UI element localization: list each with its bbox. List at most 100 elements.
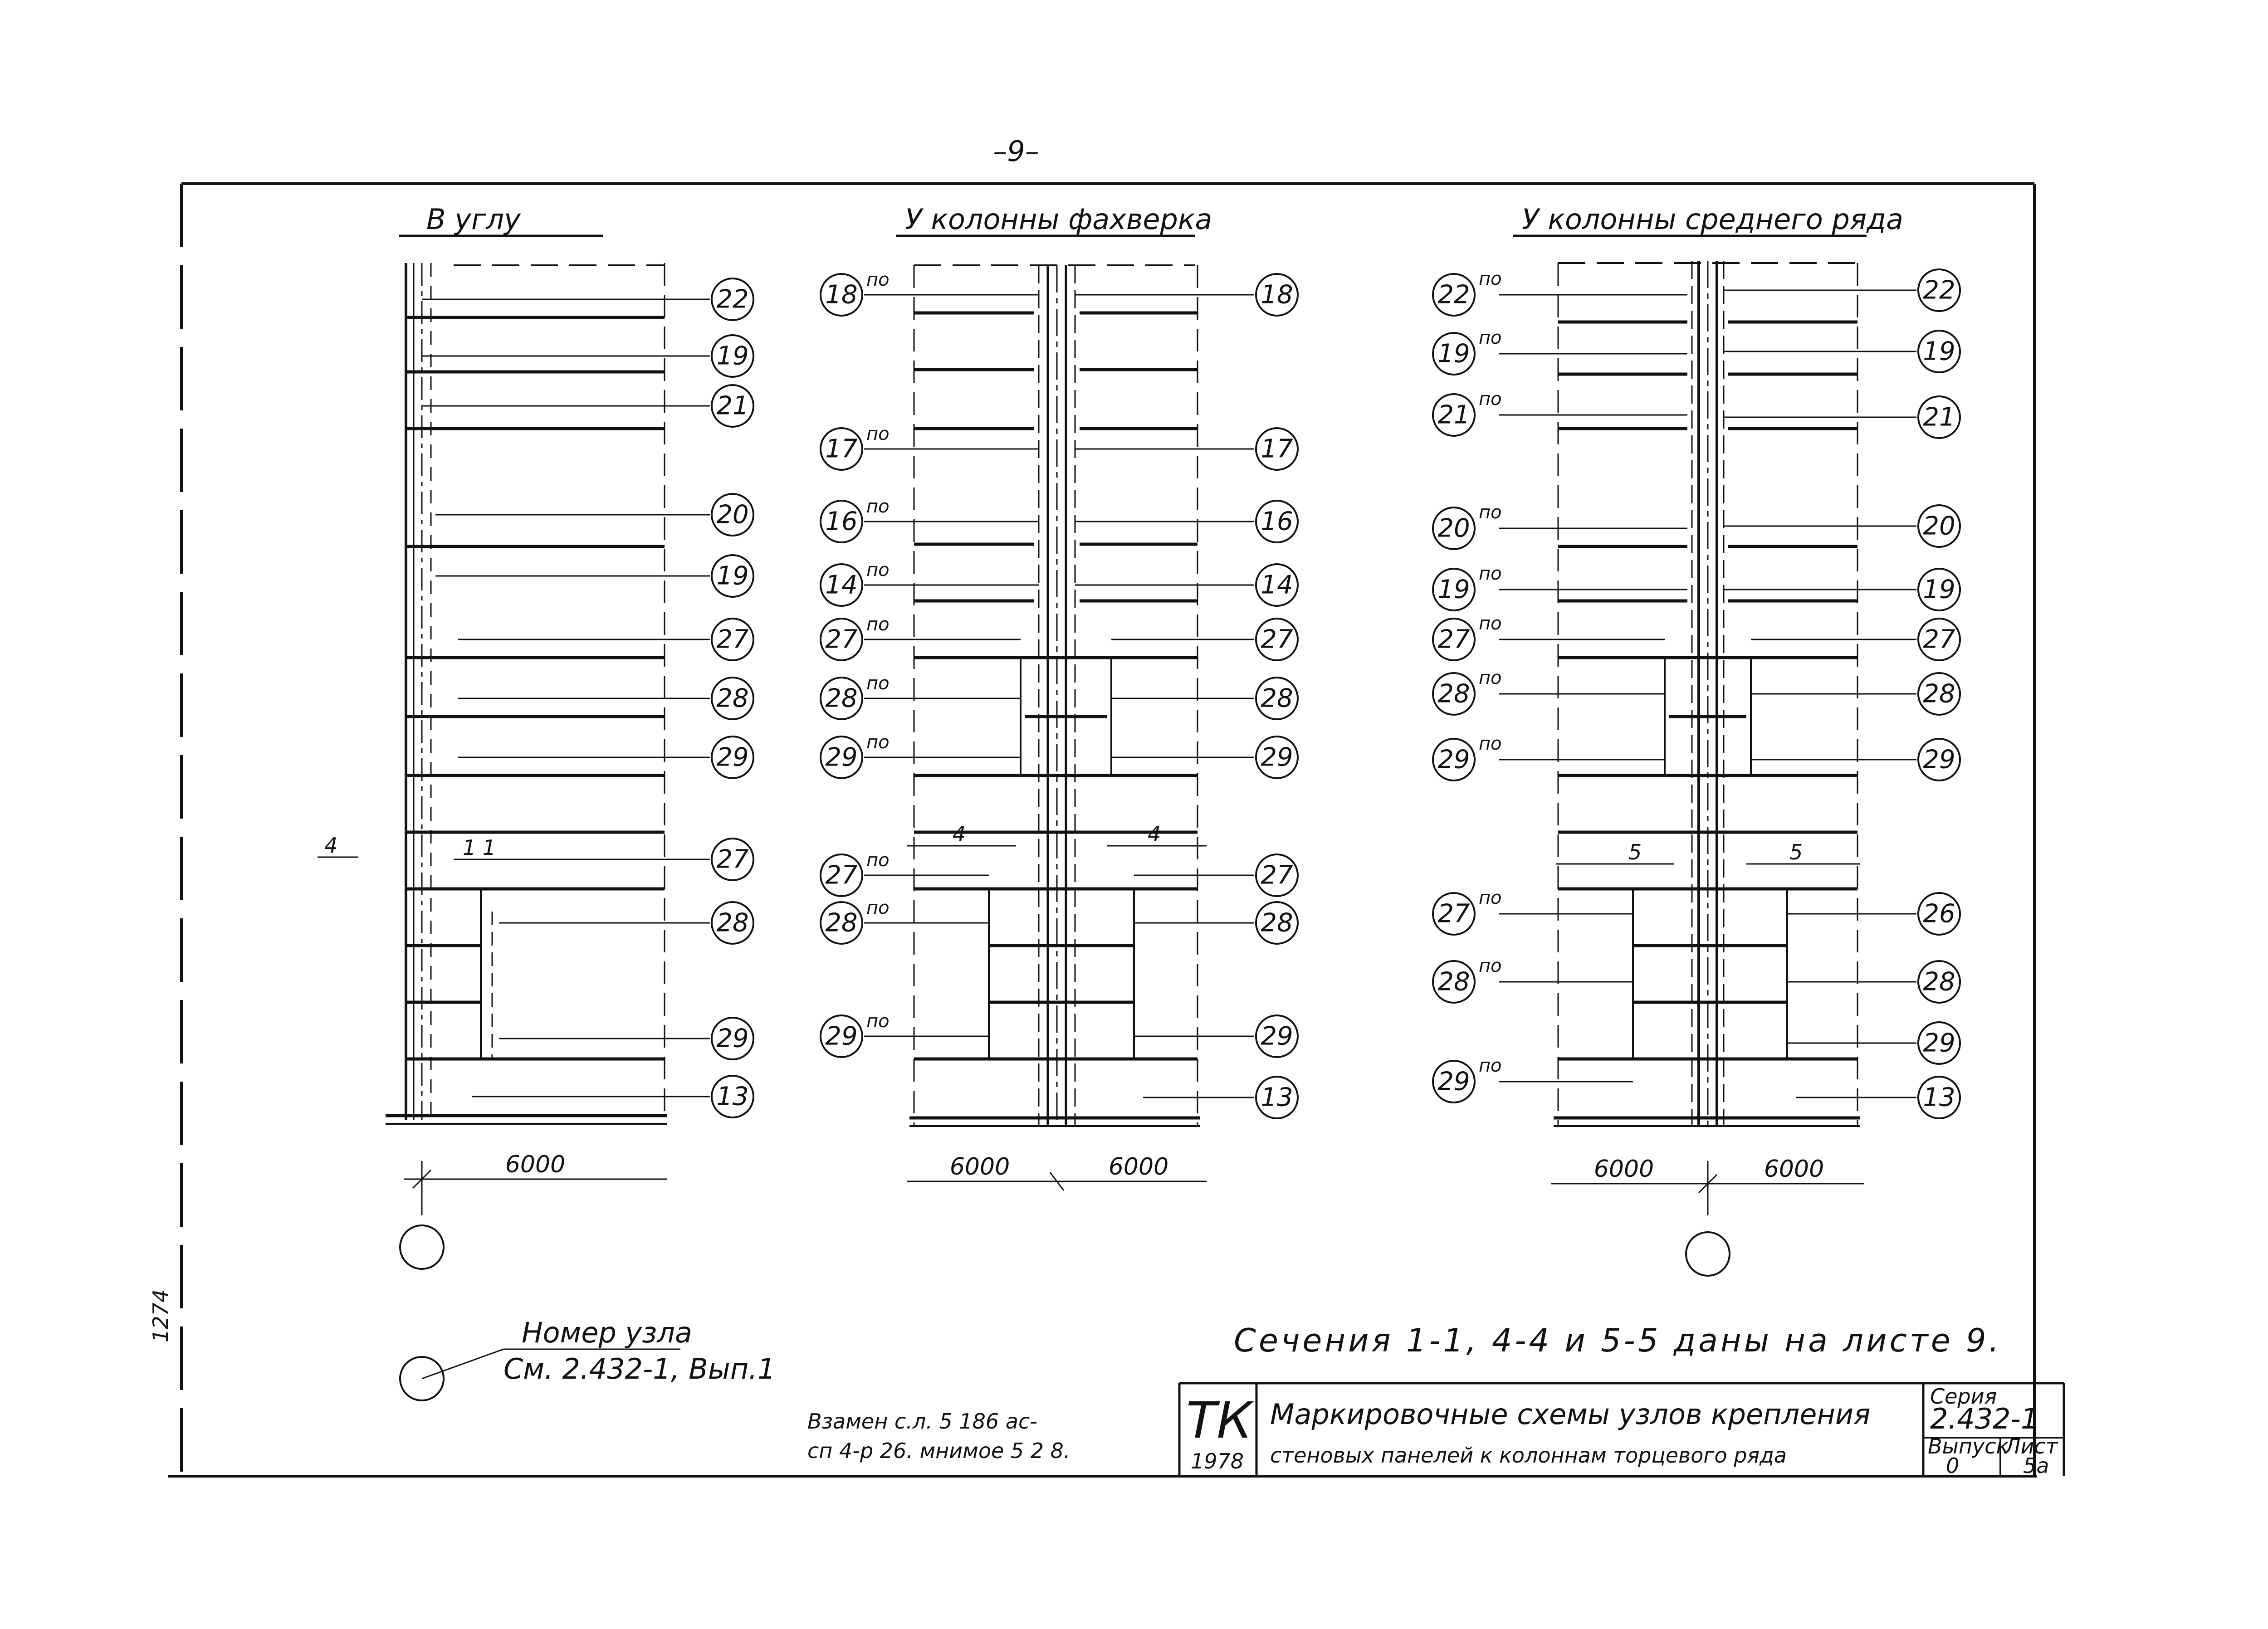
- svg-text:18: 18: [1261, 280, 1293, 310]
- issue-value: 0: [1946, 1453, 1959, 1478]
- side-section-label: 4: [324, 833, 337, 858]
- svg-text:19: 19: [1923, 337, 1955, 366]
- section-mark: 1 1: [463, 835, 496, 860]
- sections-note: Сечения 1-1, 4-4 и 5-5 даны на листе 9.: [1234, 1322, 2002, 1359]
- node-tag: 19: [711, 334, 754, 378]
- node-tag: 27: [1255, 854, 1299, 897]
- section-mark: 4: [953, 822, 966, 846]
- svg-text:22: 22: [1437, 280, 1470, 310]
- node-tag: 20: [711, 493, 754, 536]
- svg-text:по: по: [1479, 1055, 1502, 1076]
- svg-text:21: 21: [1923, 403, 1955, 432]
- node-tag: 13: [1255, 1076, 1299, 1119]
- svg-text:по: по: [866, 560, 890, 580]
- svg-text:29: 29: [1261, 743, 1293, 772]
- svg-text:28: 28: [716, 684, 748, 713]
- node-tag: 29: [711, 1017, 754, 1060]
- node-tag: 27: [1255, 618, 1299, 661]
- svg-text:27: 27: [1923, 625, 1955, 654]
- svg-text:по: по: [866, 614, 890, 635]
- svg-text:28: 28: [1923, 679, 1955, 709]
- svg-text:28: 28: [1261, 684, 1293, 713]
- node-tag: 22: [711, 278, 754, 321]
- dimension-label: 6000: [505, 1151, 565, 1178]
- section-mark: 4: [1148, 822, 1161, 846]
- node-tag: 19: [1917, 568, 1961, 611]
- svg-text:по: по: [1479, 888, 1502, 908]
- svg-text:по: по: [866, 269, 890, 290]
- right-tags: 22 19 21 20 19 27 28 29 27 28 29 13: [711, 278, 754, 1118]
- svg-text:по: по: [1479, 668, 1502, 688]
- svg-text:18: 18: [825, 280, 857, 310]
- svg-text:22: 22: [1923, 276, 1955, 305]
- node-tag: 16 по: [820, 496, 890, 543]
- svg-text:27: 27: [825, 861, 858, 890]
- svg-text:27: 27: [825, 625, 858, 654]
- view-framework-column: У колонны фахверка: [820, 203, 1299, 1191]
- dimension-label: 6000: [1764, 1156, 1824, 1183]
- svg-text:по: по: [866, 424, 890, 444]
- svg-text:28: 28: [1923, 967, 1955, 997]
- sheet-label: Лист: [2004, 1434, 2058, 1458]
- svg-text:по: по: [1479, 389, 1502, 410]
- svg-text:27: 27: [716, 625, 749, 654]
- svg-text:по: по: [866, 496, 890, 517]
- node-tag: 28: [1917, 672, 1961, 716]
- sheet-value: 5а: [2023, 1453, 2049, 1478]
- issue-label: Выпуск: [1928, 1434, 2009, 1458]
- legend-line1: Номер узла: [522, 1316, 692, 1349]
- node-tag: 17: [1255, 427, 1299, 471]
- series-value: 2.432-1: [1930, 1402, 2038, 1435]
- svg-text:по: по: [1479, 327, 1502, 348]
- svg-text:16: 16: [825, 507, 857, 536]
- view-corner: В углу: [386, 203, 754, 1270]
- node-tag: 21: [1917, 395, 1961, 439]
- svg-text:28: 28: [1437, 679, 1470, 709]
- series-label: Серия: [1930, 1384, 1997, 1409]
- node-tag: 29: [1917, 1021, 1961, 1065]
- node-tag: 19: [711, 554, 754, 598]
- node-tag: 29: [711, 736, 754, 779]
- svg-text:по: по: [1479, 956, 1502, 976]
- legend-line2: См. 2.432-1, Вып.1: [503, 1352, 775, 1385]
- svg-text:13: 13: [1261, 1083, 1293, 1112]
- svg-text:29: 29: [1923, 1029, 1955, 1058]
- svg-text:22: 22: [716, 285, 748, 314]
- node-tag: 29: [1255, 1014, 1299, 1058]
- page-number: –9–: [993, 135, 1039, 168]
- svg-text:29: 29: [716, 743, 748, 772]
- node-tag: 27 по: [820, 614, 890, 661]
- svg-text:по: по: [1479, 502, 1502, 523]
- dimension-label: 6000: [1594, 1156, 1654, 1183]
- svg-text:29: 29: [1437, 745, 1470, 775]
- view-title: В углу: [426, 203, 521, 236]
- svg-text:17: 17: [825, 434, 858, 464]
- view-title: У колонны фахверка: [905, 203, 1212, 236]
- node-tag: 28: [1255, 901, 1299, 945]
- node-tag: 19: [1917, 330, 1961, 373]
- node-tag: 28: [1917, 960, 1961, 1004]
- svg-text:28: 28: [1437, 967, 1470, 997]
- svg-text:20: 20: [1923, 512, 1955, 541]
- svg-text:21: 21: [716, 391, 748, 421]
- title-line-2: стеновых панелей к колоннам торцевого ря…: [1270, 1443, 1787, 1468]
- node-tag: 27: [1917, 618, 1961, 661]
- svg-text:29: 29: [1923, 745, 1955, 775]
- node-tag: 29: [1917, 738, 1961, 781]
- node-tag: 20: [1917, 504, 1961, 548]
- right-tags: 18 17 16 14 27 28 29 27 28 29 13: [1255, 273, 1299, 1119]
- node-tag: 28: [711, 677, 754, 720]
- node-tag: 26: [1917, 892, 1961, 936]
